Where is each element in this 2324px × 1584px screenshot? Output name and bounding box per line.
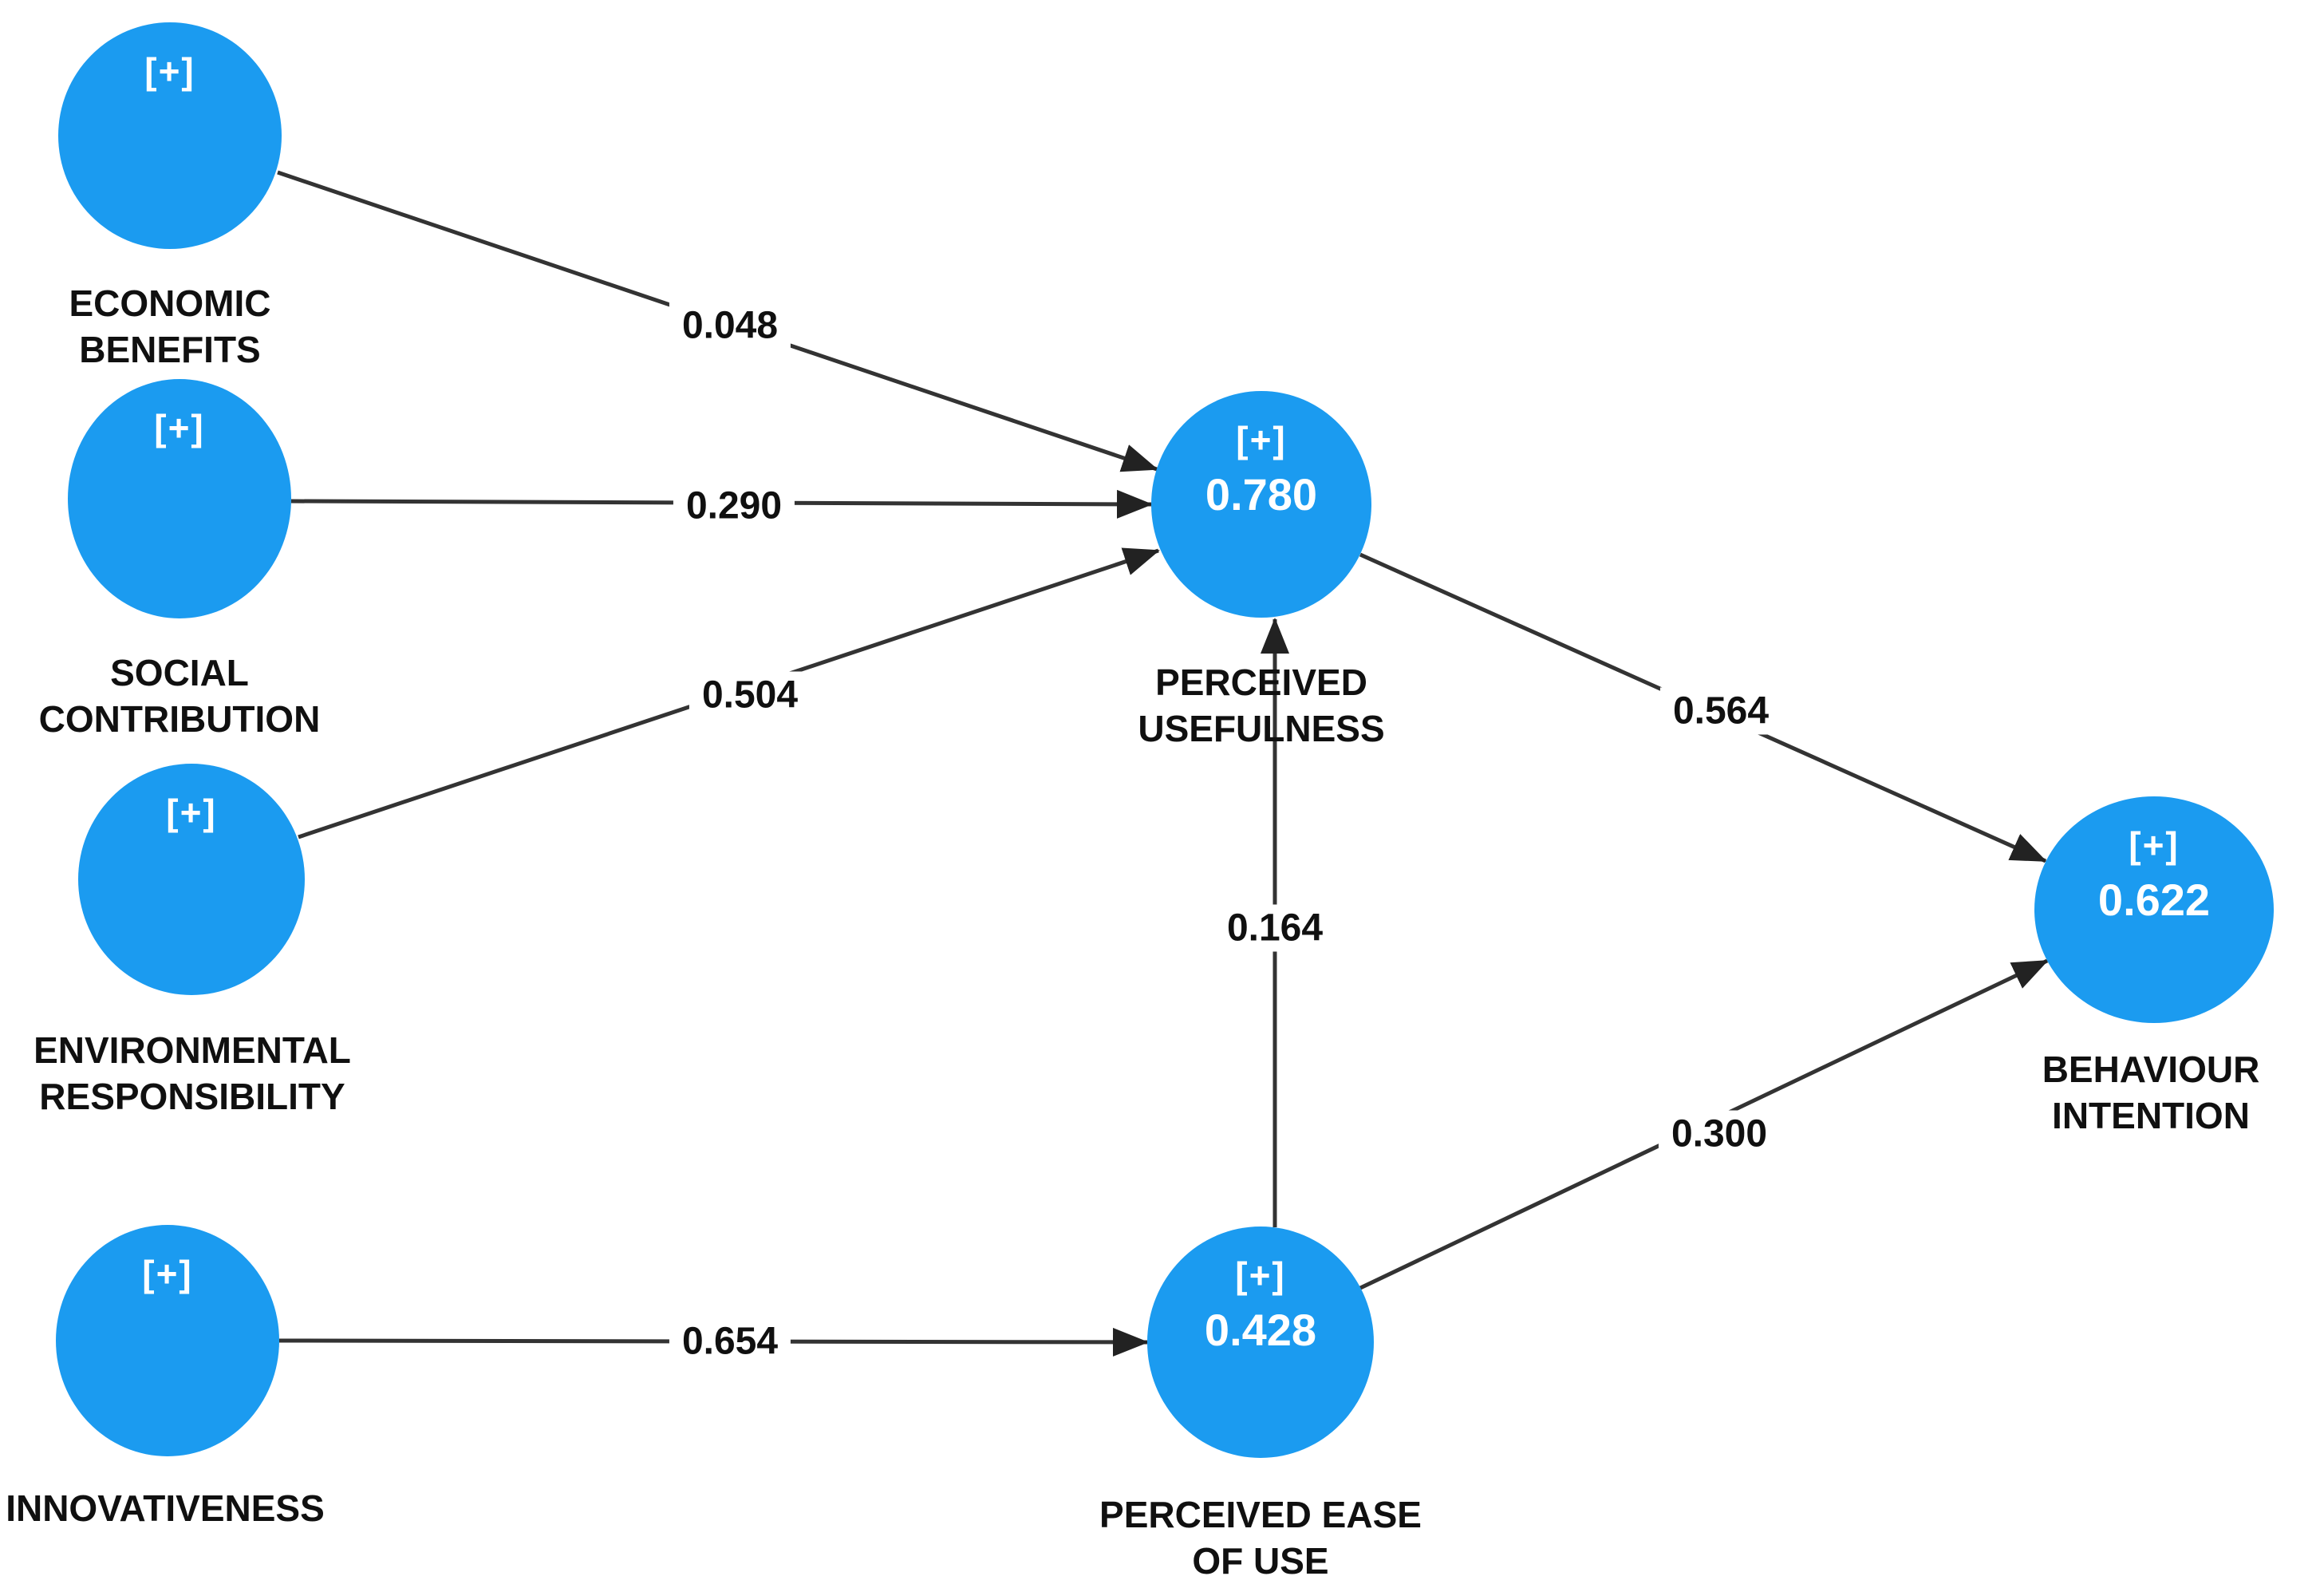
node-perceived-ease-of-use[interactable]: [+] 0.428 (1147, 1227, 1374, 1458)
collapsed-indicators-icon[interactable]: [+] (1235, 1254, 1286, 1296)
collapsed-indicators-icon[interactable]: [+] (144, 50, 195, 92)
collapsed-indicators-icon[interactable]: [+] (1236, 419, 1287, 460)
path-coefficient-eb-pu[interactable]: 0.048 (669, 302, 791, 350)
r-squared-value: 0.780 (1205, 468, 1318, 519)
node-innovativeness[interactable]: [+] (56, 1225, 279, 1456)
node-behaviour-intention[interactable]: [+] 0.622 (2034, 796, 2274, 1023)
node-economic-benefits[interactable]: [+] (58, 22, 282, 249)
path-coefficient-sc-pu[interactable]: 0.290 (673, 482, 795, 530)
node-label-perceived-usefulness: PERCEIVED USEFULNESS (1138, 662, 1385, 749)
node-label-social-contribution: SOCIAL CONTRIBUTION (38, 652, 321, 740)
collapsed-indicators-icon[interactable]: [+] (166, 792, 217, 833)
node-label-innovativeness: INNOVATIVENESS (6, 1487, 325, 1529)
path-coefficient-er-pu[interactable]: 0.504 (689, 671, 811, 719)
node-perceived-usefulness[interactable]: [+] 0.780 (1151, 391, 1371, 618)
node-label-environmental-responsibility: ENVIRONMENTAL RESPONSIBILITY (34, 1029, 351, 1117)
path-coefficient-pu-bi[interactable]: 0.564 (1659, 687, 1782, 735)
collapsed-indicators-icon[interactable]: [+] (154, 407, 205, 448)
path-coefficient-peou-pu[interactable]: 0.164 (1213, 904, 1336, 952)
node-label-economic-benefits: ECONOMIC BENEFITS (69, 282, 271, 370)
collapsed-indicators-icon[interactable]: [+] (2129, 824, 2180, 866)
collapsed-indicators-icon[interactable]: [+] (142, 1253, 193, 1294)
r-squared-value: 0.428 (1204, 1304, 1317, 1355)
path-coefficient-innov-peou[interactable]: 0.654 (669, 1317, 791, 1365)
r-squared-value: 0.622 (2097, 874, 2211, 925)
node-social-contribution[interactable]: [+] (68, 379, 291, 618)
node-environmental-responsibility[interactable]: [+] (78, 764, 305, 995)
path-coefficient-peou-bi[interactable]: 0.300 (1658, 1110, 1781, 1158)
node-label-behaviour-intention: BEHAVIOUR INTENTION (2042, 1049, 2260, 1136)
node-label-perceived-ease-of-use: PERCEIVED EASE OF USE (1099, 1494, 1422, 1582)
